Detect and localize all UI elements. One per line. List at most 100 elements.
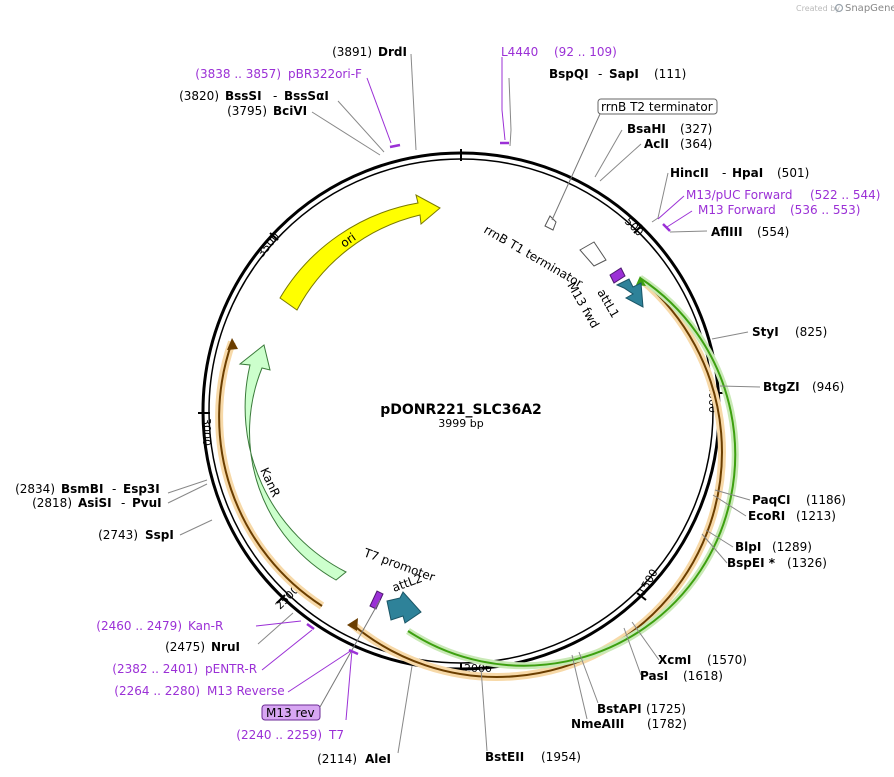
rrnb-t2-leader (551, 113, 601, 221)
t7-promoter-marker (369, 590, 384, 610)
ori-arrow (279, 194, 441, 311)
site-bsahi-pos: (327) (680, 122, 712, 136)
attl2-label: attL2 (390, 571, 424, 595)
site-bspqi-name: BspQI (549, 67, 589, 81)
m13-rev-leader (319, 599, 381, 708)
site-nrui-pos: (2475) (165, 640, 205, 654)
site-afliii-pos: (554) (757, 225, 789, 239)
site-pvui-name: PvuI (132, 496, 162, 510)
site-bspqi-pos: (111) (654, 67, 686, 81)
site-bsssai-name: BssSαI (284, 89, 329, 103)
site-hincii-name: HincII (670, 166, 709, 180)
attl2-arrow (386, 591, 422, 624)
site-bspei-name: BspEI * (727, 556, 776, 570)
tick-1500: 1500 (635, 567, 660, 598)
orange-feature-arc (351, 279, 723, 678)
credit-brand: SnapGene (845, 3, 894, 14)
green-feature-arrowhead (636, 276, 646, 286)
tick-3000: 3000 (200, 418, 213, 446)
site-btgzi-pos: (946) (812, 380, 844, 394)
primer-m13puc-name: M13/pUC Forward (686, 188, 793, 202)
rrnb-t1-label: rrnB T1 terminator (482, 222, 586, 290)
site-sspi-pos: (2743) (98, 528, 138, 542)
tick-3500: 3500 (254, 230, 282, 260)
primer-l4440-range: (92 .. 109) (554, 45, 617, 59)
site-bsmbi-name: BsmBI (61, 482, 103, 496)
primer-m13fwd-name: M13 Forward (698, 203, 776, 217)
site-alei-pos: (2114) (317, 752, 357, 766)
site-asisi-sep: - (121, 496, 125, 510)
site-bcivi-pos: (3795) (227, 104, 267, 118)
kanr-arrow (238, 344, 347, 581)
site-drdi-name: DrdI (378, 45, 407, 59)
site-paqci-name: PaqCI (752, 493, 790, 507)
orange-left-arrowhead (227, 338, 238, 350)
primer-m13rev-name: M13 Reverse (207, 684, 285, 698)
primer-pbr322ori-name: pBR322ori-F (288, 67, 362, 81)
site-hpai-name: HpaI (732, 166, 763, 180)
site-styi-name: StyI (752, 325, 779, 339)
site-hincii-pos: (501) (777, 166, 809, 180)
rrnb-t2-arrow (544, 215, 557, 231)
orange-feature-arrowhead (347, 618, 358, 631)
green-feature-arc (407, 277, 737, 667)
site-bsssi-name: BssSI (225, 89, 262, 103)
m13-fwd-marker (609, 267, 626, 284)
primer-kanr-range: (2460 .. 2479) (96, 619, 182, 633)
primer-pentr-name: pENTR-R (205, 662, 257, 676)
site-pasi-pos: (1618) (683, 669, 723, 683)
primer-markers (306, 141, 671, 656)
primer-m13puc-range: (522 .. 544) (810, 188, 880, 202)
site-leaders (167, 53, 761, 754)
m13-rev-box (261, 704, 321, 721)
primer-leaders (255, 57, 693, 721)
site-afliii-name: AflIII (711, 225, 743, 239)
site-nmeaiii-name: NmeAIII (571, 717, 624, 731)
site-bsmbi-sep: - (112, 482, 116, 496)
orange-left-arc (218, 341, 323, 607)
site-ecori-name: EcoRI (748, 509, 785, 523)
attl1-label: attL1 (594, 287, 622, 321)
site-alei-name: AleI (365, 752, 391, 766)
primer-pbr322ori-range: (3838 .. 3857) (195, 67, 281, 81)
credit-prefix: Created by (796, 4, 840, 13)
site-pasi-name: PasI (640, 669, 668, 683)
site-sspi-name: SspI (145, 528, 174, 542)
site-nrui-name: NruI (211, 640, 240, 654)
site-bstapi-pos: (1725) (646, 702, 686, 716)
site-xcmi-pos: (1570) (707, 653, 747, 667)
site-blpi-pos: (1289) (772, 540, 812, 554)
primer-m13fwd-range: (536 .. 553) (790, 203, 860, 217)
site-xcmi-name: XcmI (658, 653, 691, 667)
site-drdi-pos: (3891) (332, 45, 372, 59)
site-styi-pos: (825) (795, 325, 827, 339)
attl1-arrow (615, 278, 644, 308)
primer-t7-name: T7 (328, 728, 344, 742)
site-hincii-sep: - (722, 166, 726, 180)
site-bcivi-name: BciVI (273, 104, 307, 118)
plasmid-name: pDONR221_SLC36A2 (380, 402, 542, 418)
site-blpi-name: BlpI (735, 540, 761, 554)
site-asisi-pos: (2818) (32, 496, 72, 510)
site-bsteii-pos: (1954) (541, 750, 581, 764)
site-bsmbi-pos: (2834) (15, 482, 55, 496)
m13-fwd-label: M13 fwd (564, 280, 602, 331)
site-sapi-name: SapI (609, 67, 639, 81)
site-btgzi-name: BtgZI (763, 380, 800, 394)
m13-rev-label: M13 rev (266, 706, 315, 720)
rrnb-t2-label: rrnB T2 terminator (601, 100, 713, 114)
primer-kanr-name: Kan-R (188, 619, 223, 633)
primer-m13rev-range: (2264 .. 2280) (114, 684, 200, 698)
site-acli-name: AclI (644, 137, 669, 151)
site-bsssi-sep: - (273, 89, 277, 103)
site-bstapi-name: BstAPI (597, 702, 642, 716)
site-esp3i-name: Esp3I (123, 482, 160, 496)
site-bsssi-pos: (3820) (179, 89, 219, 103)
site-acli-pos: (364) (680, 137, 712, 151)
primer-t7-range: (2240 .. 2259) (236, 728, 322, 742)
rrnb-t2-box (597, 98, 718, 115)
site-bsahi-name: BsaHI (627, 122, 666, 136)
site-bspqi-sep: - (598, 67, 602, 81)
site-paqci-pos: (1186) (806, 493, 846, 507)
